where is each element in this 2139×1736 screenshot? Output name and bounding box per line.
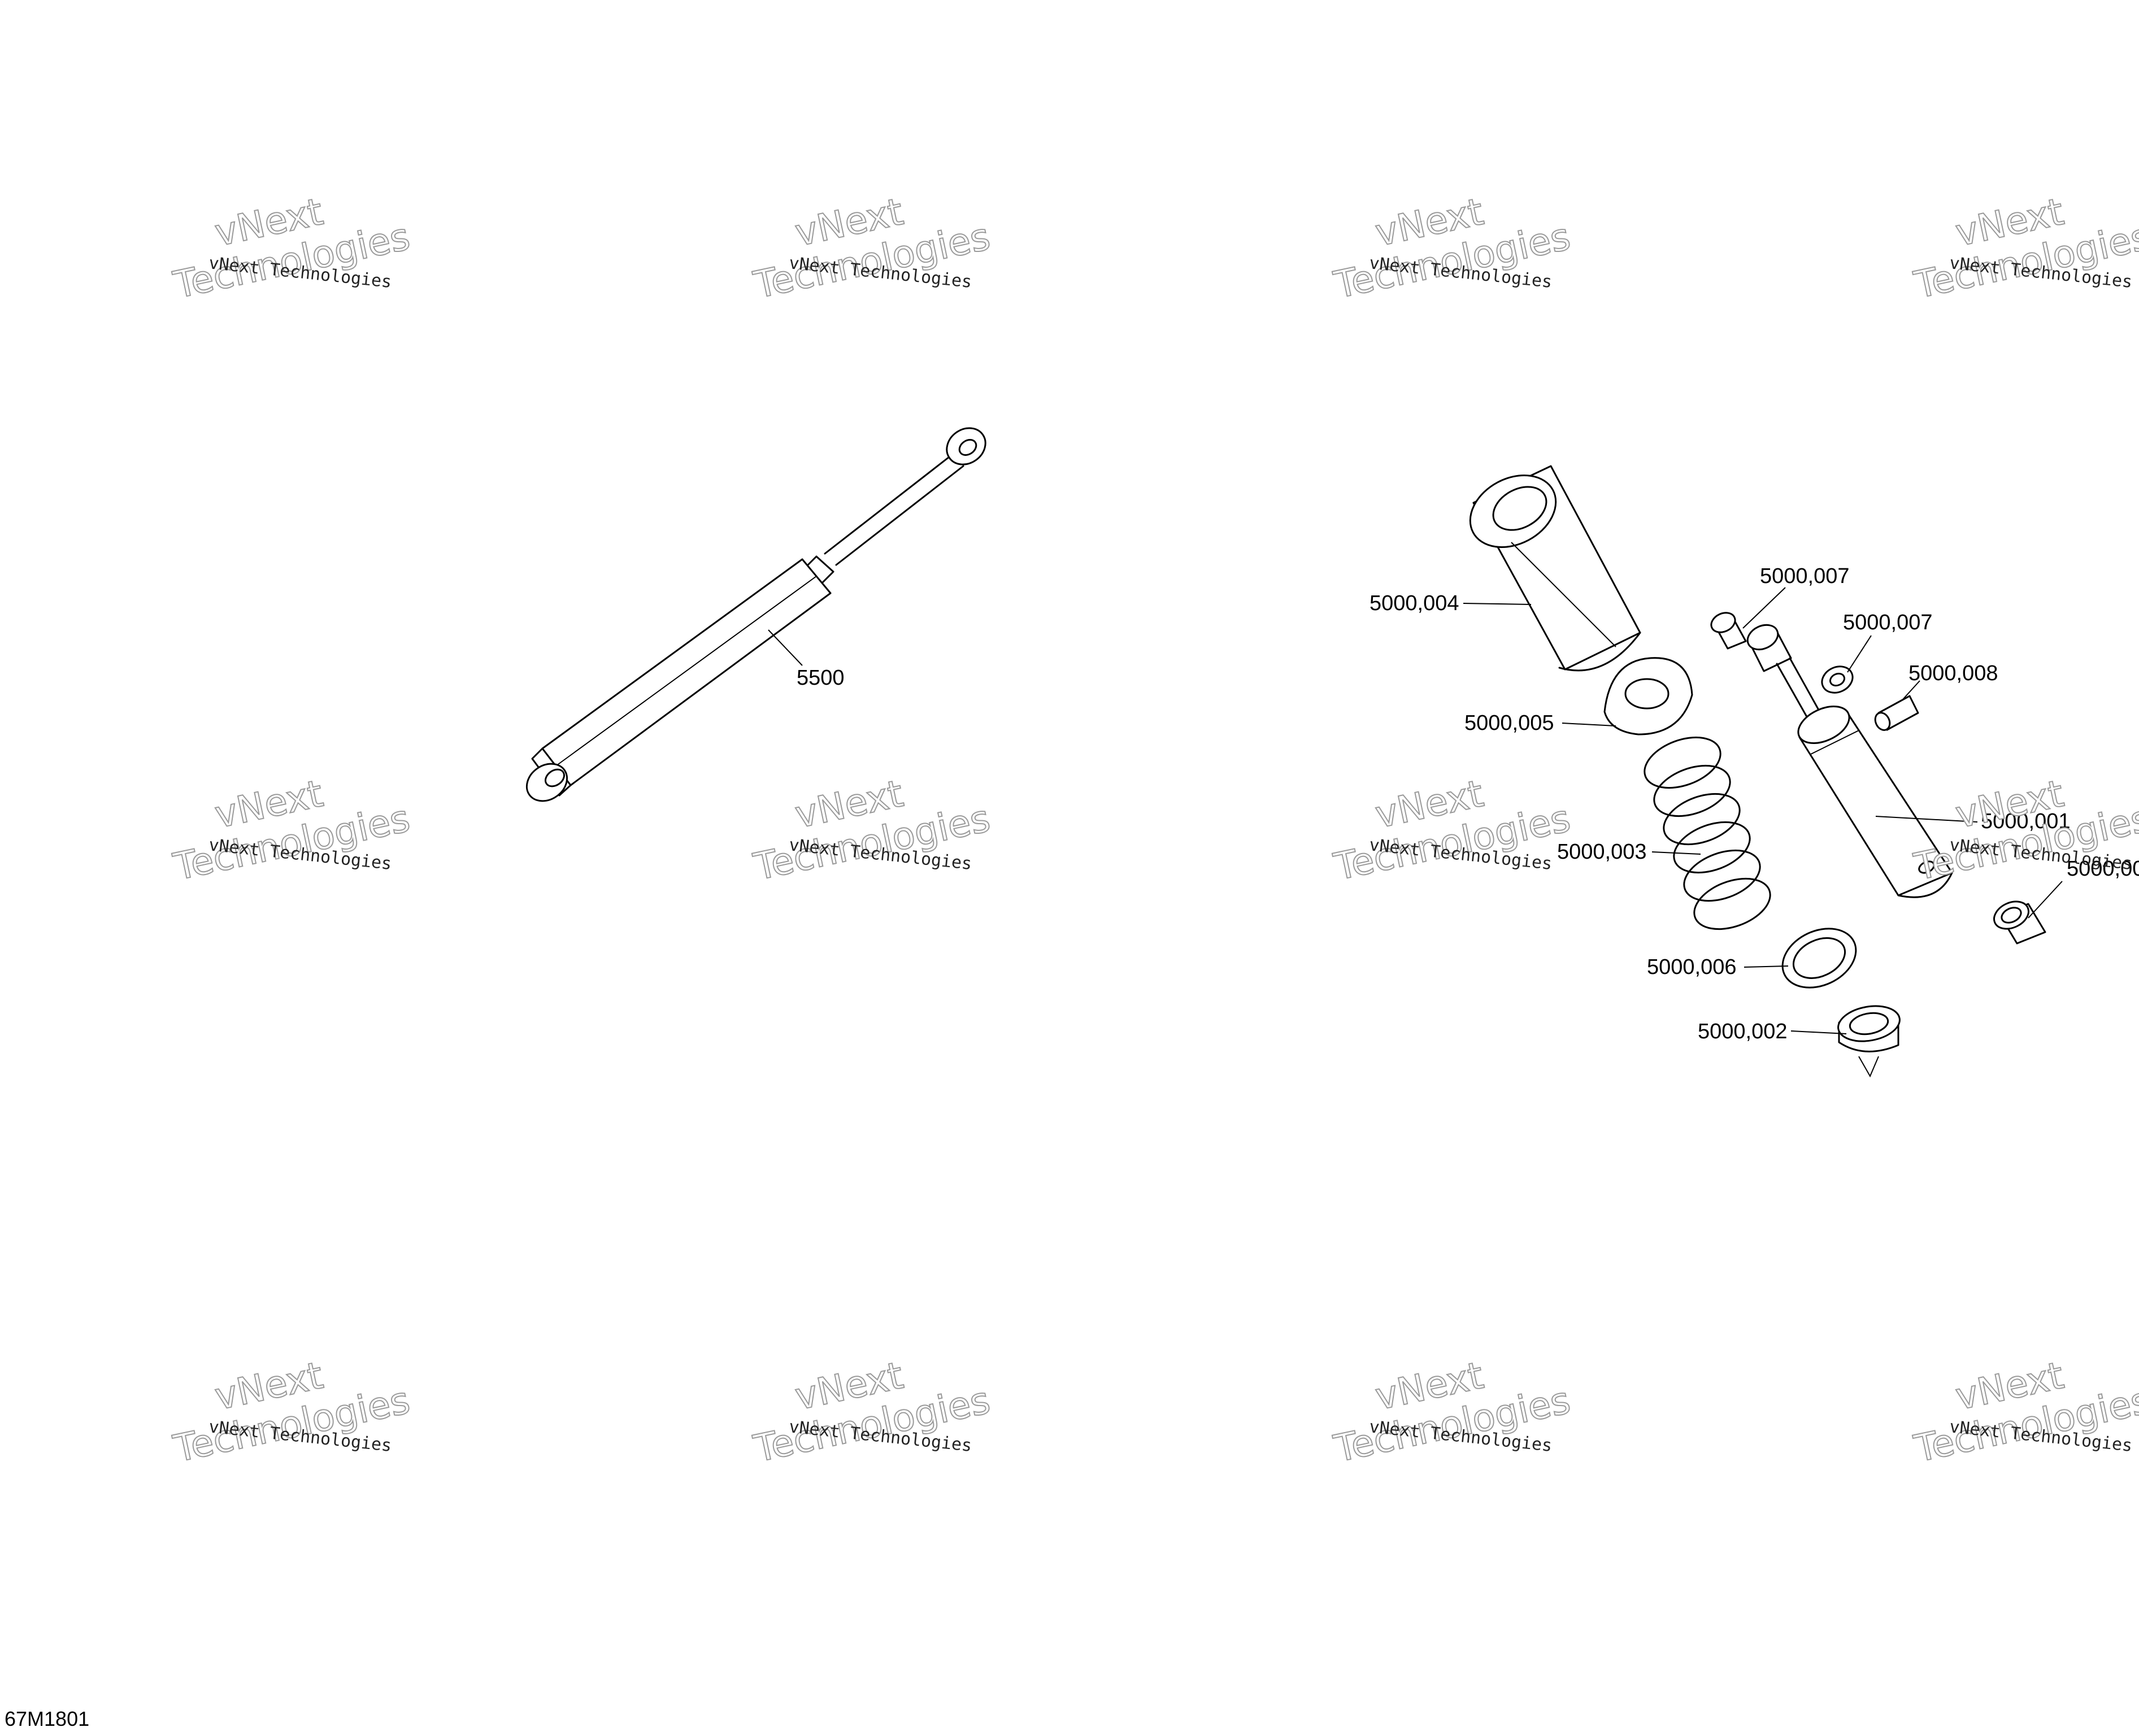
watermark: vNext Technologies vNext Technologies: [1329, 771, 1575, 890]
part-sleeve: [1874, 695, 1919, 731]
watermark: vNext Technologies vNext Technologies: [169, 189, 414, 308]
drawing-code: 67M1801: [5, 1707, 89, 1730]
callout-ring: 5000,006: [1647, 955, 1737, 979]
watermark: vNext Technologies vNext Technologies: [1910, 1353, 2139, 1472]
watermark: vNext Technologies vNext Technologies: [749, 1353, 994, 1472]
leader-bushing-b: [1847, 635, 1872, 673]
watermark: vNext Technologies vNext Technologies: [169, 771, 414, 890]
watermark: vNext Technologies vNext Technologies: [749, 771, 994, 890]
watermark: vNext Technologies vNext Technologies: [749, 189, 994, 308]
part-spring: [1644, 736, 1771, 930]
leader-shock-body: [1875, 816, 1978, 823]
callout-5500: 5500: [797, 666, 845, 690]
leader-cover: [1463, 603, 1532, 605]
leader-adjuster-nut: [1790, 1030, 1847, 1034]
part-ring: [1781, 928, 1857, 989]
callout-spring: 5000,003: [1557, 840, 1647, 864]
part-spring-seat: [1603, 657, 1693, 736]
part-bushing-c: [1993, 900, 2046, 945]
leader-sleeve: [1902, 680, 1920, 700]
callout-bushing-a: 5000,007: [1760, 564, 1850, 588]
callout-shock-body: 5000,001: [1981, 810, 2071, 833]
damper-5500: [525, 427, 986, 802]
leader-ring: [1744, 965, 1789, 968]
callout-bushing-c: 5000,009: [2067, 857, 2139, 881]
watermark: vNext Technologies vNext Technologies: [1329, 1353, 1575, 1472]
callout-adjuster-nut: 5000,002: [1698, 1020, 1788, 1043]
watermark-grid: vNext Technologies vNext Technologies vN…: [169, 189, 2139, 1472]
part-adjuster-nut: [1837, 1005, 1901, 1078]
part-shock-body: [1746, 624, 1953, 898]
part-cover: [1469, 465, 1641, 672]
part-bushing-b: [1821, 665, 1854, 694]
watermark: vNext Technologies vNext Technologies: [1329, 189, 1575, 308]
watermark: vNext Technologies vNext Technologies: [1910, 189, 2139, 308]
watermark: vNext Technologies vNext Technologies: [169, 1353, 414, 1472]
leader-bushing-c: [2028, 881, 2063, 919]
leader-spring: [1651, 851, 1701, 855]
part-bushing-a: [1710, 612, 1747, 650]
leader-bushing-a: [1742, 587, 1786, 629]
leader-spring-seat: [1562, 723, 1616, 726]
callout-bushing-b: 5000,007: [1843, 611, 1933, 634]
callout-sleeve: 5000,008: [1908, 662, 1998, 685]
callout-spring-seat: 5000,005: [1464, 711, 1554, 735]
callout-cover: 5000,004: [1370, 591, 1459, 615]
